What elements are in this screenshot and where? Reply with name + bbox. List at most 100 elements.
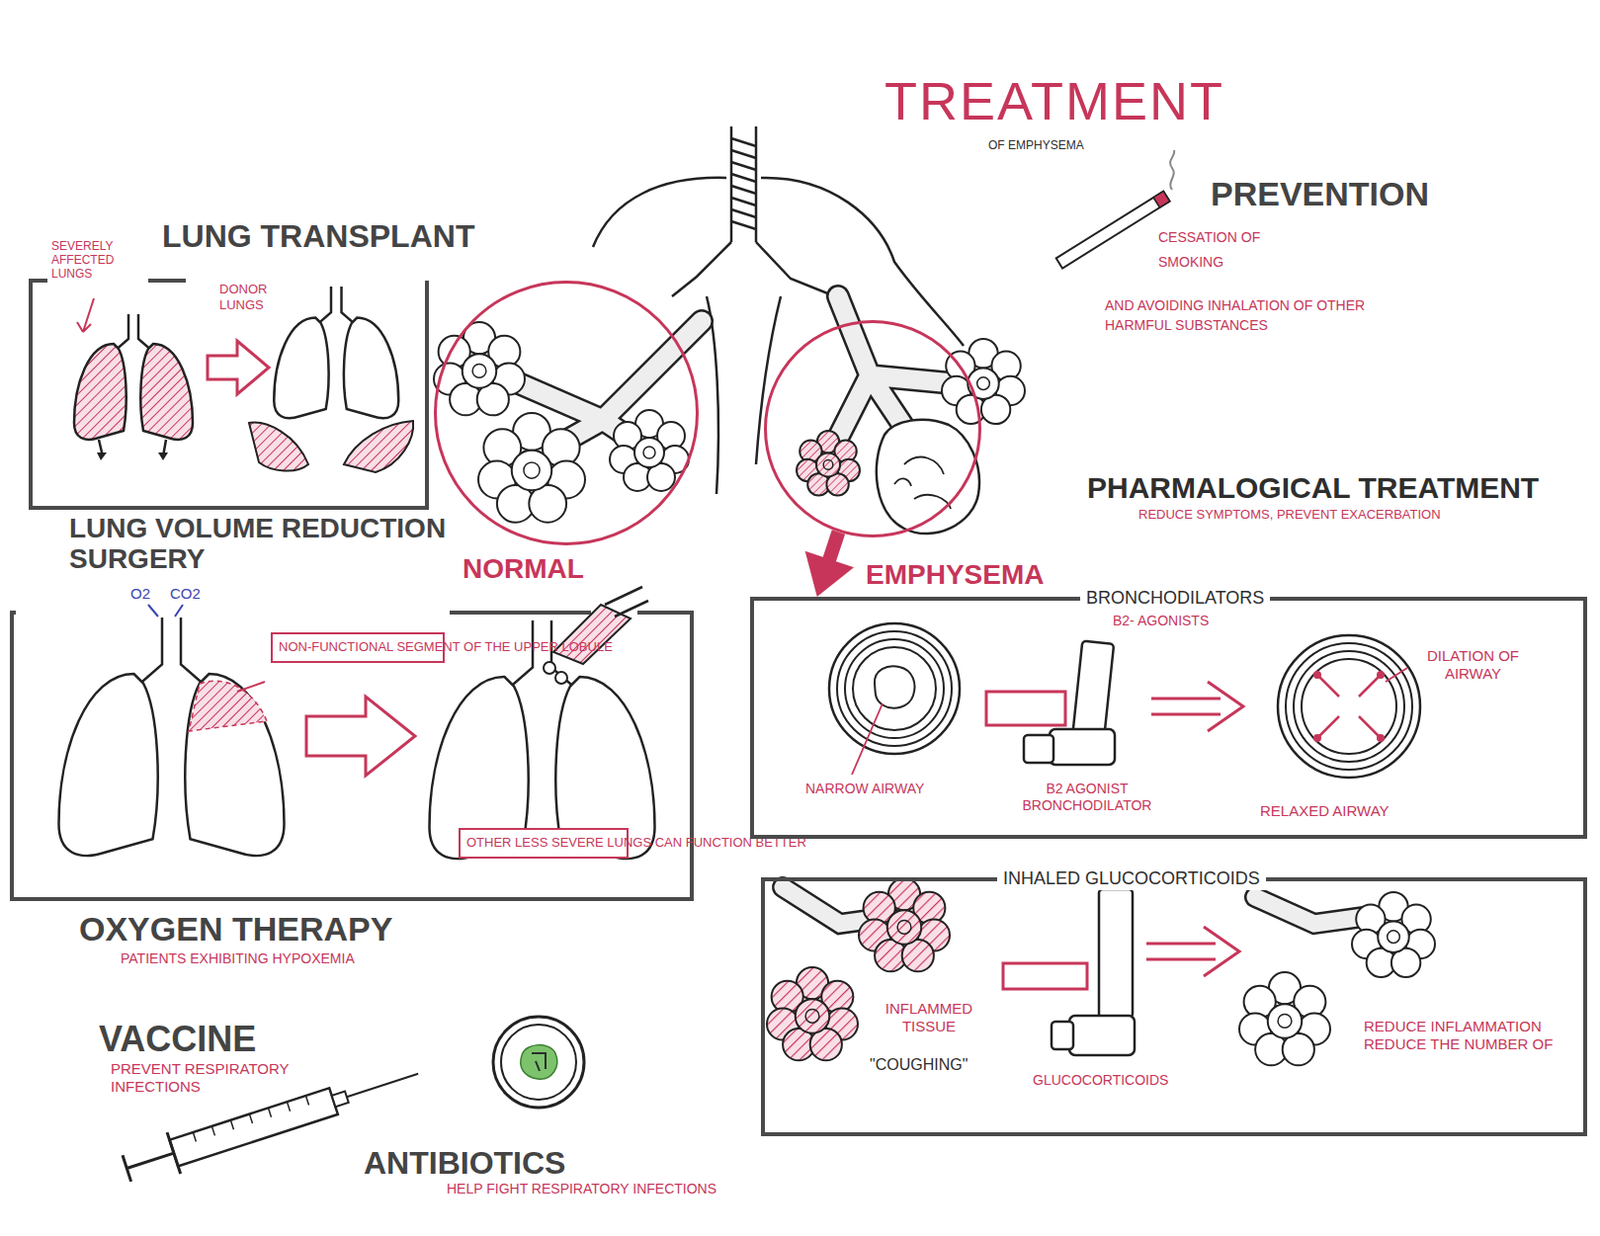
panel-subheading: B2- AGONISTS xyxy=(1112,612,1209,630)
petri-dish-icon xyxy=(531,1053,546,1072)
syringe-icon xyxy=(332,1092,349,1108)
central-lungs xyxy=(731,138,757,230)
petri-dish-icon xyxy=(493,1016,585,1108)
bronchodilator-figure xyxy=(852,647,936,731)
text-label: O2 xyxy=(130,585,151,603)
central-lungs xyxy=(731,126,757,243)
arrow-head xyxy=(805,551,854,597)
panel-heading: INHALED GLUCOCORTICOIDS xyxy=(997,868,1266,891)
glucocorticoid-figure xyxy=(1255,897,1364,925)
lung-volume-reduction-figure xyxy=(555,672,568,684)
lung-transplant-figure xyxy=(249,422,309,472)
text-label: NARROW AIRWAY xyxy=(805,780,925,798)
section-heading: ANTIBIOTICS xyxy=(363,1144,566,1182)
bronchodilator-figure xyxy=(1313,671,1322,679)
bronchodilator-figure xyxy=(851,703,883,775)
bronchodilator-figure xyxy=(1277,635,1421,778)
section-heading: VACCINE xyxy=(98,1017,256,1061)
text-label: PATIENTS EXHIBITING HYPOXEMIA xyxy=(120,950,355,968)
text-label: REDUCE INFLAMMATION REDUCE THE NUMBER OF xyxy=(1363,1017,1572,1054)
bronchodilator-figure xyxy=(1285,643,1413,770)
glucocorticoid-figure xyxy=(1051,1021,1074,1050)
syringe-icon xyxy=(169,1088,338,1167)
glucocorticoid-figure xyxy=(1239,972,1331,1066)
cigarette-icon xyxy=(1056,150,1176,269)
bronchodilator-figure xyxy=(1301,659,1397,755)
text-label: RELAXED AIRWAY xyxy=(1260,802,1390,821)
text-label: GLUCOCORTICOIDS xyxy=(1032,1072,1169,1090)
glucocorticoid-figure xyxy=(1098,889,1133,1018)
bronchodilator-figure xyxy=(1293,651,1405,762)
bronchodilator-figure xyxy=(1151,681,1244,732)
text-label: "COUGHING" xyxy=(869,1055,968,1075)
emphysema-alveoli xyxy=(941,338,1025,424)
section-heading: PREVENTION xyxy=(1210,173,1430,215)
syringe-icon xyxy=(120,1132,181,1189)
section-frame: LUNG VOLUME REDUCTION SURGERYNON-FUNCTIO… xyxy=(9,612,694,902)
text-label: PREVENT RESPIRATORY INFECTIONS xyxy=(110,1060,329,1096)
lung-volume-reduction-figure xyxy=(148,604,183,617)
section-heading: LUNG VOLUME REDUCTION SURGERY xyxy=(69,513,455,576)
lung-volume-reduction-figure xyxy=(306,696,416,776)
glucocorticoid-figure xyxy=(1351,892,1435,978)
glucocorticoid-figure xyxy=(858,878,950,972)
lung-volume-reduction-figure xyxy=(59,617,285,856)
lung-transplant-figure xyxy=(77,298,94,333)
lung-transplant-figure xyxy=(74,314,193,440)
panel-heading: BRONCHODILATORS xyxy=(1080,588,1270,610)
glucocorticoid-figure xyxy=(1255,897,1364,925)
text-label: INFLAMMED TISSUE xyxy=(864,1000,994,1036)
central-lungs xyxy=(672,242,836,297)
lung-volume-reduction-figure xyxy=(429,620,656,859)
bronchodilator-figure xyxy=(837,631,952,747)
petri-dish-icon xyxy=(520,1045,558,1081)
section-heading: LUNG TRANSPLANT xyxy=(162,217,475,255)
highlight-circle: EMPHYSEMA xyxy=(763,320,982,538)
bronchodilator-figure xyxy=(844,639,944,739)
circle-caption: NORMAL xyxy=(462,552,585,587)
bronchodilator-figure xyxy=(829,623,960,755)
section-heading: OXYGEN THERAPY xyxy=(79,909,393,950)
normal-alveoli xyxy=(433,321,702,523)
normal-alveoli xyxy=(478,413,586,523)
lung-volume-reduction-figure xyxy=(543,662,556,674)
circle-caption: EMPHYSEMA xyxy=(865,558,1044,592)
bronchodilator-figure xyxy=(1376,671,1385,679)
text-label: DILATION OF AIRWAY xyxy=(1411,647,1535,683)
section-frame: INHALED GLUCOCORTICOIDS xyxy=(760,877,1588,1137)
section-heading: PHARMALOGICAL TREATMENT xyxy=(1087,470,1539,506)
callout-box: NON-FUNCTIONAL SEGMENT OF THE UPPER LOBU… xyxy=(270,632,445,664)
petri-dish-icon xyxy=(501,1024,577,1100)
cigarette-icon xyxy=(1153,191,1171,209)
lung-transplant-figure xyxy=(273,286,399,419)
callout-box: OTHER LESS SEVERE LUNGS CAN FUNCTION BET… xyxy=(458,828,629,859)
emphysema-alveoli xyxy=(894,457,951,509)
lung-transplant-figure xyxy=(28,280,414,473)
petri-dish-icon xyxy=(493,1016,585,1108)
section-frame: BRONCHODILATORSB2- AGONISTS xyxy=(750,596,1588,840)
lung-transplant-figure xyxy=(207,340,269,395)
callout-text: OTHER LESS SEVERE LUNGS CAN FUNCTION BET… xyxy=(466,835,621,852)
glucocorticoid-figure xyxy=(766,878,1435,1066)
central-lungs xyxy=(592,177,727,248)
text-label: OF EMPHYSEMA xyxy=(988,138,1085,153)
glucocorticoid-figure xyxy=(766,967,858,1061)
text-label: HELP FIGHT RESPIRATORY INFECTIONS xyxy=(446,1180,717,1198)
bronchodilator-figure xyxy=(1385,668,1408,682)
lung-transplant-figure xyxy=(96,452,107,461)
glucocorticoid-figure xyxy=(1003,963,1088,990)
glucocorticoid-figure xyxy=(1069,1015,1135,1056)
emphysema-alveoli xyxy=(876,420,980,534)
emphysema-alveoli xyxy=(796,430,860,497)
bronchodilator-figure xyxy=(1023,735,1054,763)
lung-transplant-figure xyxy=(98,439,167,457)
normal-alveoli xyxy=(433,322,525,416)
central-lungs xyxy=(756,296,781,465)
connector-arrow xyxy=(805,531,854,597)
lung-transplant-figure xyxy=(158,452,169,461)
highlight-circle: NORMAL xyxy=(433,280,699,546)
bronchodilator-figure xyxy=(986,691,1066,726)
bronchodilator-figure xyxy=(829,623,1421,778)
text-label: CO2 xyxy=(169,585,201,603)
